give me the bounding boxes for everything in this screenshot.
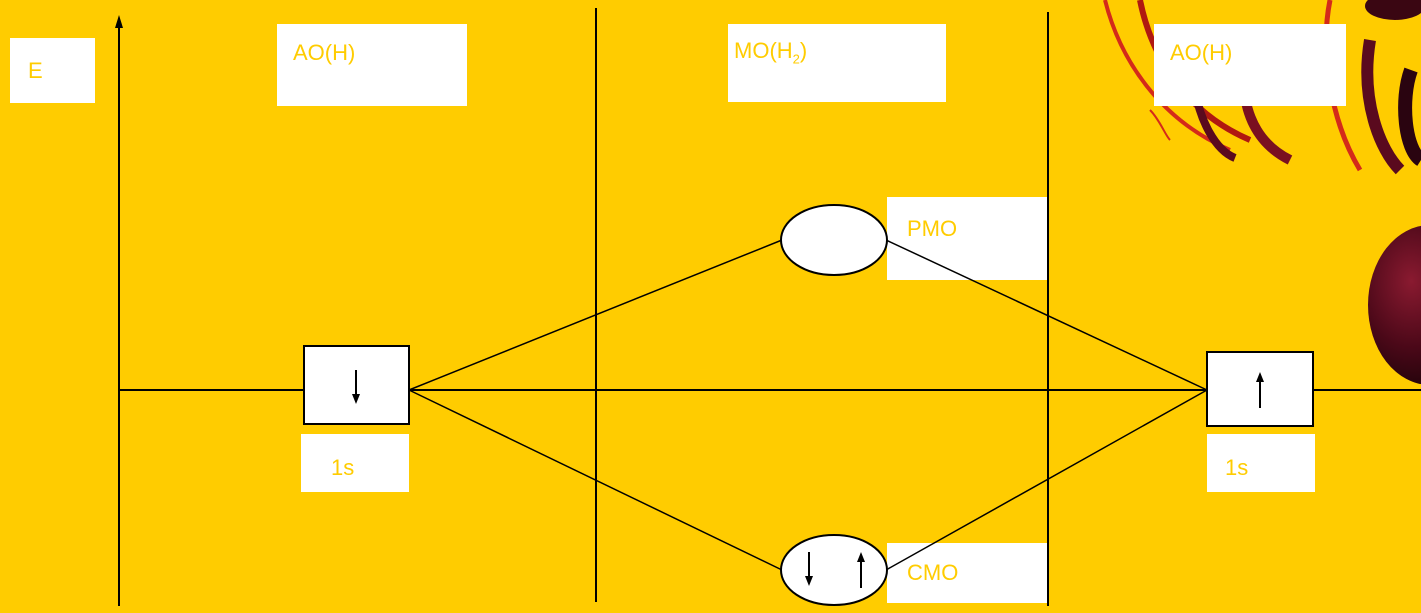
left-ao-electron-down-icon (352, 370, 360, 404)
connector-left-to-antibonding (408, 239, 783, 391)
mo-header-subscript: 2 (792, 51, 800, 67)
mo-header-main: MO(H (734, 38, 793, 63)
right-ao-label: 1s (1225, 455, 1249, 480)
energy-axis-label: E (28, 58, 43, 83)
left-ao-header-box: AO(H) (277, 24, 467, 106)
right-ao-label-box: 1s (1207, 434, 1315, 492)
bonding-orbital (780, 534, 888, 606)
mo-header-tail: ) (799, 38, 808, 63)
mo-header: MO(H2) (734, 38, 808, 67)
energy-axis-arrow-icon (115, 15, 123, 28)
right-ao-electron-up-icon (1256, 372, 1264, 408)
connector-right-to-bonding (885, 389, 1208, 571)
mo-header-box: MO(H2) (728, 24, 946, 102)
right-ao-header: AO(H) (1170, 40, 1233, 65)
antibonding-orbital (780, 204, 888, 276)
energy-axis-label-box: E (10, 38, 95, 103)
left-ao-label-box: 1s (301, 434, 409, 492)
bonding-electron-down-icon (805, 552, 813, 586)
left-ao-label: 1s (331, 455, 355, 480)
bonding-electron-up-icon (857, 552, 865, 588)
antibonding-label-box: PMO (887, 197, 1047, 280)
right-ao-header-box: AO(H) (1154, 24, 1346, 106)
connector-left-to-bonding (408, 389, 783, 571)
bonding-label: CMO (907, 560, 959, 585)
left-ao-header: AO(H) (293, 40, 356, 65)
antibonding-label: PMO (907, 216, 958, 241)
sphere-decoration-icon (1368, 225, 1421, 385)
connector-right-to-antibonding (885, 239, 1208, 391)
bonding-label-box: CMO (887, 543, 1047, 603)
